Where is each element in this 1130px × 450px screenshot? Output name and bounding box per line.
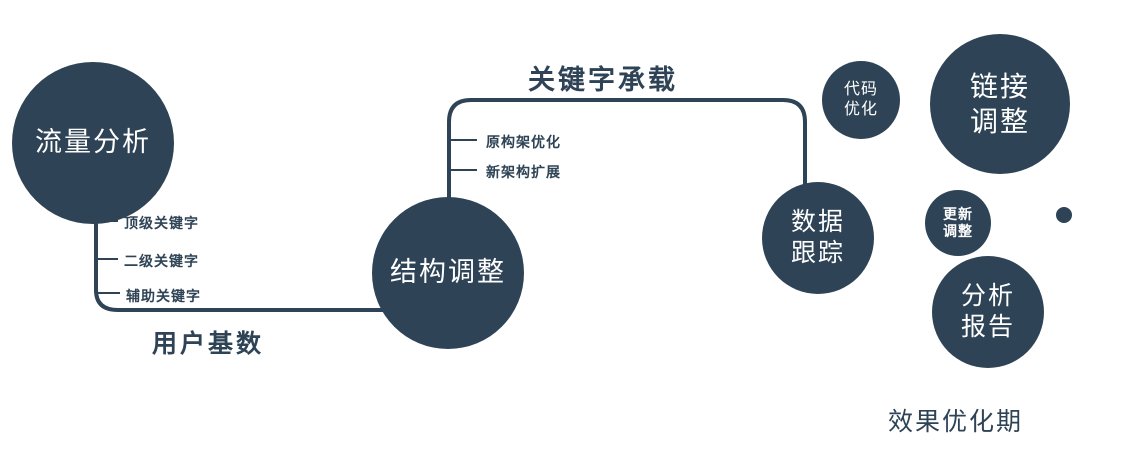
structure-adjust-node: 结构调整 bbox=[372, 197, 524, 349]
update-adjustment-line2: 调整 bbox=[943, 223, 973, 239]
update-adjustment-line1: 更新 bbox=[943, 205, 973, 222]
link-adjustment-line1: 链接 bbox=[969, 71, 1030, 102]
branch-label-new-arch: 新架构扩展 bbox=[486, 164, 561, 180]
data-tracking-line1: 数据 bbox=[790, 207, 845, 236]
traffic-analysis-node: 流量分析 bbox=[12, 62, 174, 224]
code-optimization-line1: 代码 bbox=[843, 81, 878, 98]
data-tracking-line2: 跟踪 bbox=[790, 239, 845, 267]
structure-adjust-label: 结构调整 bbox=[390, 257, 506, 288]
code-optimization-line2: 优化 bbox=[843, 101, 878, 118]
analysis-report-node: 分析 报告 bbox=[932, 256, 1044, 368]
edge-structure-data bbox=[447, 98, 807, 210]
update-adjustment-node: 更新 调整 bbox=[925, 190, 991, 256]
small-dot-node bbox=[1056, 207, 1072, 223]
footer-label: 效果优化期 bbox=[888, 408, 1024, 436]
branch-label-original-arch: 原构架优化 bbox=[486, 134, 561, 150]
link-adjustment-node: 链接 调整 bbox=[930, 34, 1070, 174]
link-adjustment-line2: 调整 bbox=[969, 106, 1030, 137]
branch-label-auxiliary-keywords: 辅助关键字 bbox=[126, 288, 201, 304]
edge-traffic-structure bbox=[94, 186, 400, 312]
code-optimization-node: 代码 优化 bbox=[822, 61, 900, 139]
analysis-report-line2: 报告 bbox=[960, 313, 1015, 341]
branch-label-secondary-keywords: 二级关键字 bbox=[124, 253, 199, 269]
user-base-label: 用户基数 bbox=[152, 330, 265, 358]
branch-label-top-keywords: 顶级关键字 bbox=[124, 215, 199, 231]
analysis-report-line1: 分析 bbox=[960, 281, 1015, 310]
keyword-carry-label: 关键字承载 bbox=[528, 65, 678, 95]
traffic-analysis-label: 流量分析 bbox=[35, 127, 151, 158]
data-tracking-node: 数据 跟踪 bbox=[762, 182, 874, 294]
